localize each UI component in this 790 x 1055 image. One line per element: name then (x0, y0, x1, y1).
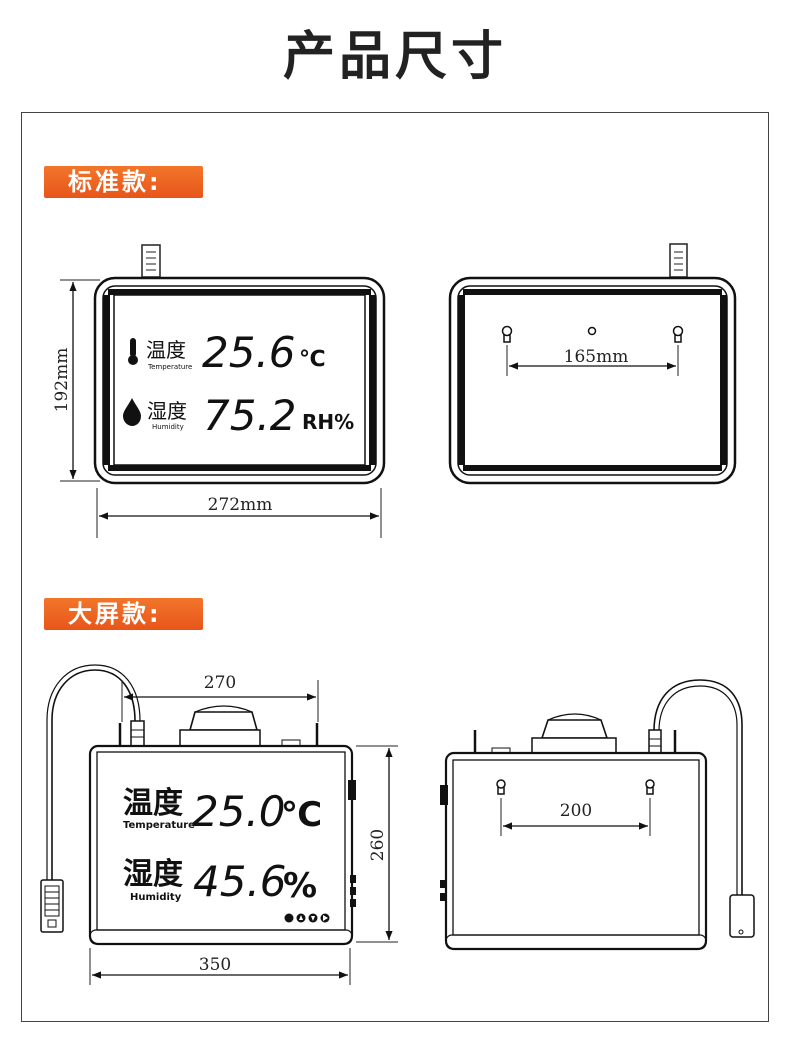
standard-back-sensor-probe (669, 243, 688, 278)
standard-temp-label: 温度 (146, 338, 186, 362)
large-hum-label: 湿度 (123, 857, 183, 892)
content-frame (21, 112, 769, 1022)
standard-temp-value: 25.6 (202, 328, 296, 377)
control-buttons (284, 913, 330, 923)
large-hum-value: 45.6 (193, 857, 287, 906)
keyhole-icon (645, 779, 655, 795)
standard-hum-unit: RH% (302, 410, 354, 434)
large-back-view: 200 (440, 679, 755, 951)
standard-back-view: 165mm (448, 243, 737, 485)
large-temp-value: 25.0 (192, 787, 286, 836)
large-temp-label: 温度 (123, 786, 183, 821)
large-temp-en: Temperature (123, 820, 195, 831)
standard-hum-value: 75.2 (203, 391, 297, 440)
back-probe (729, 894, 755, 938)
standard-temp-unit: ℃ (299, 347, 326, 372)
standard-sensor-probe (141, 244, 161, 278)
humidity-probe (40, 879, 64, 933)
large-height-dim: 260 (368, 829, 388, 861)
large-top-dim: 270 (204, 673, 236, 693)
large-holes-dim: 200 (560, 801, 592, 821)
thermometer-icon (128, 338, 138, 365)
keyhole-icon (501, 325, 513, 343)
large-temp-unit: ℃ (281, 795, 322, 835)
standard-hum-label: 湿度 (147, 399, 187, 423)
standard-height-dim: 192mm (52, 348, 72, 413)
large-hum-unit: % (283, 866, 317, 906)
standard-front-view: 温度 Temperature 25.6 ℃ 湿度 Humidity 75.2 R… (52, 244, 386, 538)
keyhole-icon (672, 325, 684, 343)
standard-width-dim: 272mm (208, 495, 273, 515)
standard-temp-en: Temperature (147, 363, 192, 371)
large-badge: 大屏款: (44, 598, 203, 630)
droplet-icon (123, 398, 141, 426)
standard-badge: 标准款: (44, 166, 203, 198)
large-width-dim: 350 (199, 955, 231, 975)
standard-hum-en: Humidity (152, 423, 184, 431)
large-front-view: 温度 Temperature 25.0 ℃ 湿度 Humidity 45.6 %… (40, 664, 398, 985)
large-hum-en: Humidity (130, 892, 182, 903)
keyhole-icon (496, 779, 506, 795)
set-button-icon (284, 913, 294, 923)
standard-holes-dim: 165mm (564, 347, 629, 367)
page-title: 产品尺寸 (282, 27, 507, 87)
center-hole-icon (587, 326, 597, 336)
